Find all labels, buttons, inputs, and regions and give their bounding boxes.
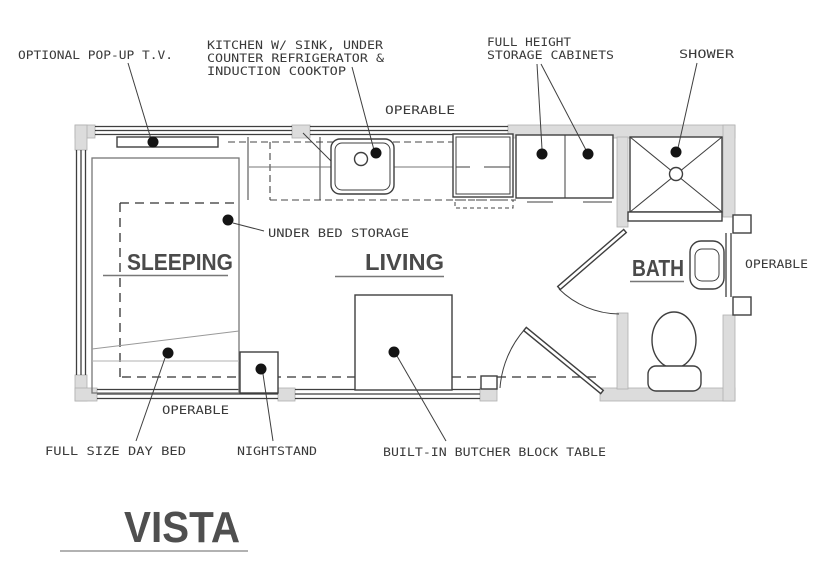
keynote-dot-table bbox=[388, 346, 400, 358]
window-bottom-living bbox=[295, 388, 480, 400]
label-operable-right: OPERABLE bbox=[745, 257, 808, 271]
wall-bottom-mid2 bbox=[479, 387, 498, 402]
label-kitchen-1: KITCHEN W/ SINK, UNDER bbox=[207, 38, 383, 52]
keynote-dot-day-bed bbox=[162, 347, 174, 359]
cabinet-leader-2 bbox=[540, 63, 587, 151]
keynote-dot-tv bbox=[147, 136, 159, 148]
door-jamb bbox=[480, 375, 498, 390]
doors bbox=[499, 228, 628, 395]
keynote-dot-cabinet-1 bbox=[536, 148, 548, 160]
keynote-dot-shower bbox=[670, 146, 682, 158]
shower-leader bbox=[677, 62, 698, 149]
wall-left-top bbox=[74, 124, 88, 151]
keynote-dot-under-bed bbox=[222, 214, 234, 226]
toilet-bowl bbox=[651, 311, 697, 369]
plan-title: VISTA bbox=[124, 503, 240, 552]
wall-top-mid bbox=[291, 124, 311, 139]
window-top-sleeping bbox=[95, 125, 292, 136]
entry-door-swing-arc bbox=[499, 328, 526, 389]
kitchen bbox=[228, 132, 614, 209]
tv-leader bbox=[127, 62, 152, 140]
wall-bottom-mid1 bbox=[277, 387, 296, 402]
bath-door-leaf bbox=[556, 228, 628, 291]
shower-curb bbox=[627, 211, 723, 222]
refrigerator bbox=[452, 133, 514, 198]
wall-bottom-left-corner bbox=[74, 387, 98, 402]
label-shower: SHOWER bbox=[679, 47, 734, 61]
label-table: BUILT-IN BUTCHER BLOCK TABLE bbox=[383, 445, 606, 459]
bath-partition-lower bbox=[616, 312, 629, 390]
counter-corner-line bbox=[302, 132, 335, 165]
bed-fold-line bbox=[91, 330, 240, 350]
table-leader bbox=[396, 355, 447, 442]
day-bed-leader bbox=[135, 357, 166, 442]
nightstand-leader bbox=[262, 373, 274, 442]
window-bump-top bbox=[732, 214, 752, 234]
entry-door-leaf bbox=[522, 326, 605, 395]
bath-sink-basin bbox=[694, 248, 720, 282]
under-bed-leader bbox=[232, 222, 265, 232]
window-left-sleeping bbox=[75, 150, 87, 375]
label-storage-1: FULL HEIGHT bbox=[487, 35, 571, 49]
wall-right-top bbox=[722, 124, 736, 218]
refrigerator-vent bbox=[454, 199, 514, 209]
shower-drain-icon bbox=[668, 166, 684, 182]
kitchen-leader bbox=[351, 66, 375, 151]
label-storage-2: STORAGE CABINETS bbox=[487, 48, 614, 62]
butcher-block-table bbox=[354, 294, 453, 391]
label-kitchen-2: COUNTER REFRIGERATOR & bbox=[207, 51, 384, 65]
windows bbox=[75, 125, 752, 400]
keynote-dot-nightstand bbox=[255, 363, 267, 375]
bath-door-swing-arc bbox=[558, 288, 620, 315]
window-right-bath-operable bbox=[725, 214, 752, 316]
window-bump-bottom bbox=[732, 296, 752, 316]
faucet-icon bbox=[353, 151, 369, 167]
wall-right-bottom bbox=[722, 314, 736, 402]
living-area bbox=[354, 294, 498, 391]
bath-partition-upper bbox=[616, 136, 629, 228]
bathroom bbox=[627, 136, 725, 392]
sleeping-area bbox=[91, 136, 598, 394]
kitchen-sink bbox=[330, 138, 395, 195]
labels: OPTIONAL POP-UP T.V. KITCHEN W/ SINK, UN… bbox=[18, 35, 808, 552]
keynotes bbox=[127, 62, 698, 442]
label-operable-bottom: OPERABLE bbox=[162, 403, 229, 417]
cabinet-leader-1 bbox=[536, 63, 543, 150]
keynote-dot-sink bbox=[370, 147, 382, 159]
keynote-dot-cabinet-2 bbox=[582, 148, 594, 160]
toilet-base bbox=[647, 365, 702, 392]
bath-sink bbox=[689, 240, 725, 290]
label-tv: OPTIONAL POP-UP T.V. bbox=[18, 48, 173, 62]
popup-tv bbox=[116, 136, 219, 148]
label-operable-top: OPERABLE bbox=[385, 103, 455, 117]
room-label-sleeping: SLEEPING bbox=[127, 249, 233, 275]
day-bed bbox=[91, 157, 240, 394]
room-label-bath: BATH bbox=[632, 255, 684, 281]
refrigerator-inner bbox=[455, 136, 511, 195]
label-kitchen-3: INDUCTION COOKTOP bbox=[207, 64, 346, 78]
label-under-bed: UNDER BED STORAGE bbox=[268, 226, 409, 240]
label-day-bed: FULL SIZE DAY BED bbox=[45, 444, 186, 458]
kitchen-sink-basin bbox=[334, 142, 391, 191]
room-label-living: LIVING bbox=[365, 249, 444, 275]
label-nightstand: NIGHTSTAND bbox=[237, 444, 317, 458]
